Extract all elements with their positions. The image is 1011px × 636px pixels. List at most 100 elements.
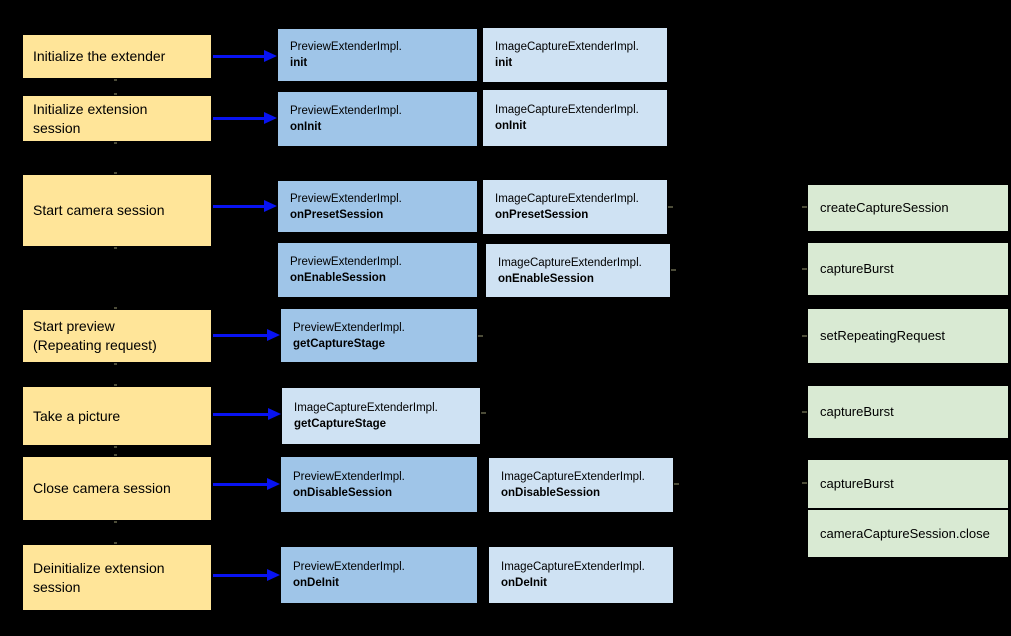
arrow-shaft xyxy=(213,413,270,416)
camera2-call-box-captureburst-2: captureBurst xyxy=(808,386,1008,438)
camera2-call-label: cameraCaptureSession.close xyxy=(820,525,990,541)
camera2-call-box-captureburst-1: captureBurst xyxy=(808,243,1008,295)
class-name: ImageCaptureExtenderImpl. xyxy=(501,471,645,483)
preview-impl-box-onenablesession: PreviewExtenderImpl. onEnableSession xyxy=(278,243,477,297)
connector-tick xyxy=(114,93,117,95)
image-capture-impl-box-init: ImageCaptureExtenderImpl. init xyxy=(483,28,667,82)
camera2-call-box-createcapturesession: createCaptureSession xyxy=(808,185,1008,231)
step-label: Deinitialize extension xyxy=(33,559,165,576)
class-name: PreviewExtenderImpl. xyxy=(293,321,405,334)
connector-tick xyxy=(114,307,117,309)
step-label: Initialize the extender xyxy=(33,48,166,64)
connector-tick xyxy=(802,411,807,413)
class-name: PreviewExtenderImpl. xyxy=(290,105,402,117)
arrow-shaft xyxy=(213,205,266,208)
step-box-initialize-extender: Initialize the extender xyxy=(23,35,211,78)
connector-tick xyxy=(478,335,483,337)
arrow-head-icon xyxy=(264,112,277,124)
class-name: PreviewExtenderImpl. xyxy=(290,256,402,268)
preview-impl-box-init: PreviewExtenderImpl. init xyxy=(278,29,477,81)
step-box-start-camera-session: Start camera session xyxy=(23,175,211,246)
class-name: ImageCaptureExtenderImpl. xyxy=(498,256,642,269)
connector-tick xyxy=(802,482,807,484)
arrow-head-icon xyxy=(268,408,281,420)
step-box-take-a-picture: Take a picture xyxy=(23,387,211,445)
preview-impl-box-oninit: PreviewExtenderImpl. onInit xyxy=(278,92,477,146)
connector-tick xyxy=(802,335,807,337)
step-label-line2: session xyxy=(33,578,81,595)
method-name: onDeInit xyxy=(293,577,339,589)
arrow-shaft xyxy=(213,55,266,58)
image-capture-impl-box-onenablesession: ImageCaptureExtenderImpl. onEnableSessio… xyxy=(486,244,670,297)
method-name: onPresetSession xyxy=(495,209,589,221)
arrow-head-icon xyxy=(264,50,277,62)
arrow-head-icon xyxy=(267,478,280,490)
arrow-shaft xyxy=(213,483,269,486)
flow-arrow xyxy=(213,200,277,213)
camera2-call-box-setrepeatingrequest: setRepeatingRequest xyxy=(808,309,1008,363)
connector-tick xyxy=(671,269,676,271)
flow-arrow xyxy=(213,329,280,342)
step-box-initialize-extension-session: Initialize extension session xyxy=(23,96,211,141)
preview-impl-box-ondeinit: PreviewExtenderImpl. onDeInit xyxy=(281,547,477,603)
arrow-head-icon xyxy=(264,200,277,212)
flow-arrow xyxy=(213,50,277,63)
method-name: getCaptureStage xyxy=(294,418,387,430)
connector-tick xyxy=(674,483,679,485)
image-capture-impl-box-ondisablesession: ImageCaptureExtenderImpl. onDisableSessi… xyxy=(489,458,673,512)
step-label: Take a picture xyxy=(33,407,121,424)
connector-tick xyxy=(114,142,117,144)
step-label-line2: (Repeating request) xyxy=(33,337,157,353)
class-name: PreviewExtenderImpl. xyxy=(290,41,402,53)
class-name: ImageCaptureExtenderImpl. xyxy=(495,104,639,116)
camera2-call-label: captureBurst xyxy=(820,404,894,419)
step-label: Initialize extension xyxy=(33,100,148,117)
flow-arrow xyxy=(213,478,280,491)
class-name: ImageCaptureExtenderImpl. xyxy=(495,193,639,205)
connector-tick xyxy=(114,247,117,249)
step-label: Close camera session xyxy=(33,480,171,496)
flow-arrow xyxy=(213,112,277,125)
method-name: onDeInit xyxy=(501,577,547,589)
connector-tick xyxy=(114,172,117,174)
preview-impl-box-onpresetsession: PreviewExtenderImpl. onPresetSession xyxy=(278,181,477,232)
flow-arrow xyxy=(213,569,280,582)
connector-tick xyxy=(114,79,117,81)
camera2-call-box-captureburst-3: captureBurst xyxy=(808,460,1008,508)
preview-impl-box-ondisablesession: PreviewExtenderImpl. onDisableSession xyxy=(281,457,477,512)
image-capture-impl-box-onpresetsession: ImageCaptureExtenderImpl. onPresetSessio… xyxy=(483,180,667,234)
connector-tick xyxy=(114,363,117,365)
arrow-shaft xyxy=(213,334,269,337)
class-name: ImageCaptureExtenderImpl. xyxy=(495,41,639,53)
connector-tick xyxy=(114,542,117,544)
camera2-call-label: setRepeatingRequest xyxy=(820,328,946,343)
class-name: ImageCaptureExtenderImpl. xyxy=(501,561,645,573)
connector-tick xyxy=(802,206,807,208)
method-name: onEnableSession xyxy=(290,272,386,284)
camera2-call-label: captureBurst xyxy=(820,261,894,276)
connector-tick xyxy=(114,446,117,448)
step-label: Start preview xyxy=(33,318,115,334)
step-label: Start camera session xyxy=(33,202,165,218)
connector-tick xyxy=(802,268,807,270)
preview-impl-box-getcapturestage: PreviewExtenderImpl. getCaptureStage xyxy=(281,309,477,362)
arrow-head-icon xyxy=(267,329,280,341)
connector-tick xyxy=(114,454,117,456)
image-capture-impl-box-getcapturestage: ImageCaptureExtenderImpl. getCaptureStag… xyxy=(282,388,480,444)
method-name: onEnableSession xyxy=(498,272,594,285)
connector-tick xyxy=(668,206,673,208)
camera2-call-label: createCaptureSession xyxy=(820,200,949,215)
image-capture-impl-box-oninit: ImageCaptureExtenderImpl. onInit xyxy=(483,90,667,146)
flow-arrow xyxy=(213,408,281,421)
class-name: PreviewExtenderImpl. xyxy=(293,470,405,483)
camera2-call-label: captureBurst xyxy=(820,476,894,491)
method-name: onInit xyxy=(290,121,322,133)
step-box-close-camera-session: Close camera session xyxy=(23,457,211,520)
class-name: ImageCaptureExtenderImpl. xyxy=(294,402,438,414)
step-label-line2: session xyxy=(33,119,81,136)
step-box-deinitialize-extension-session: Deinitialize extension session xyxy=(23,545,211,610)
method-name: init xyxy=(495,57,513,69)
arrow-shaft xyxy=(213,117,266,120)
connector-tick xyxy=(114,384,117,386)
